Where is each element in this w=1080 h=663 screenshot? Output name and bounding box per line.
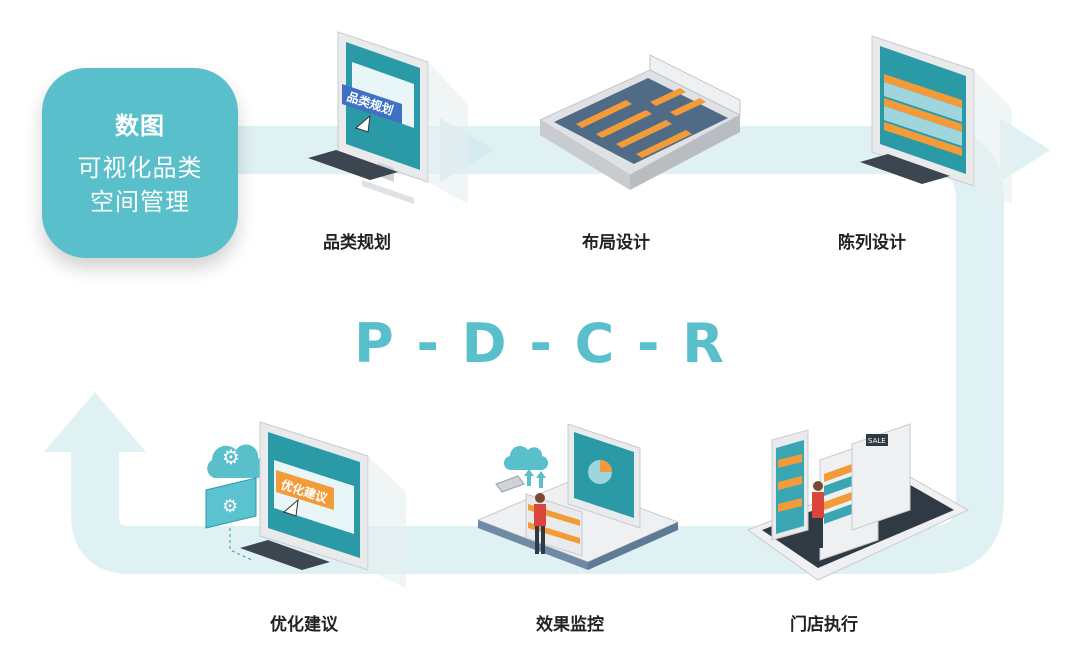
security-camera bbox=[495, 475, 525, 493]
gear-icon: ⚙ bbox=[222, 496, 238, 517]
brand-badge: 数图 可视化品类 空间管理 bbox=[42, 68, 238, 258]
person bbox=[534, 493, 546, 554]
step-illustration-category-planning: 品类规划 bbox=[308, 31, 468, 204]
step-label-optimization-suggestion: 优化建议 bbox=[270, 615, 338, 635]
gear-icon: ⚙ bbox=[222, 445, 240, 469]
step-illustration-layout-design bbox=[538, 54, 742, 190]
step-illustration-store-execution: SALE bbox=[746, 423, 970, 581]
keyboard bbox=[860, 154, 950, 184]
cursor-icon bbox=[355, 114, 371, 133]
step-label-effect-monitoring: 效果监控 bbox=[536, 615, 604, 635]
keyboard bbox=[240, 540, 330, 570]
track-arrowhead-up bbox=[44, 392, 146, 452]
step-illustration-optimization-suggestion: ⚙ ⚙ 优化建议 bbox=[205, 421, 406, 588]
person bbox=[812, 481, 824, 548]
cloud-gear-icon bbox=[207, 444, 267, 479]
settings-panel bbox=[205, 477, 257, 529]
step-illustration-display-design bbox=[860, 35, 1012, 204]
step-label-category-planning: 品类规划 bbox=[323, 233, 391, 253]
step-illustration-effect-monitoring bbox=[476, 423, 680, 570]
badge-title: 数图 bbox=[115, 112, 165, 140]
keyboard bbox=[308, 150, 398, 180]
track-arrowhead-right bbox=[1000, 118, 1050, 182]
upload-arrows-icon bbox=[524, 469, 546, 488]
badge-line-2: 空间管理 bbox=[90, 188, 190, 216]
step-label-store-execution: 门店执行 bbox=[790, 615, 858, 635]
sale-sign-label: SALE bbox=[868, 437, 886, 445]
cursor-icon bbox=[283, 498, 299, 517]
cycle-label: P - D - C - R bbox=[354, 312, 726, 375]
sale-sign bbox=[866, 434, 888, 446]
step-label-display-design: 陈列设计 bbox=[838, 233, 906, 253]
badge-line-1: 可视化品类 bbox=[77, 154, 203, 182]
cloud-icon bbox=[503, 446, 549, 471]
step-label-layout-design: 布局设计 bbox=[582, 233, 650, 253]
